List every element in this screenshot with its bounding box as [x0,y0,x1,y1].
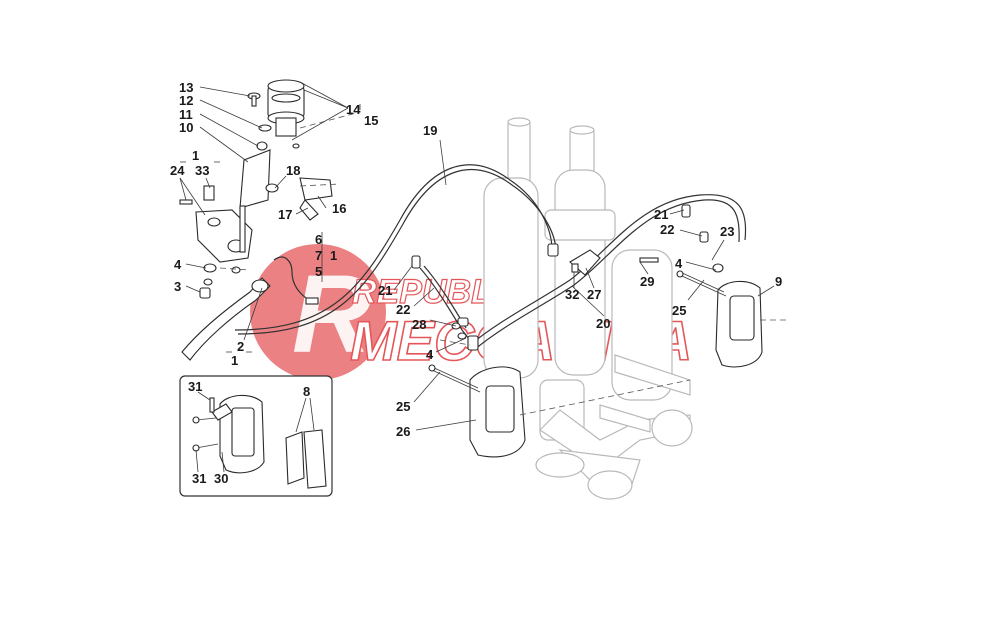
callout-9: 9 [775,274,782,289]
callout-28: 28 [412,317,426,332]
callout-26: 26 [396,424,410,439]
callout-22-right: 22 [660,222,674,237]
callout-1-top: 1 [192,148,199,163]
callout-23: 23 [720,224,734,239]
callout-6: 6 [315,232,322,247]
callout-labels: 13 12 11 10 1 24 33 14 15 18 16 17 6 7 1… [170,80,782,486]
callout-10: 10 [179,120,193,135]
callout-22-left: 22 [396,302,410,317]
callout-30: 30 [214,471,228,486]
callout-20: 20 [596,316,610,331]
callout-18: 18 [286,163,300,178]
callout-16: 16 [332,201,346,216]
callout-3: 3 [174,279,181,294]
right-brake-caliper [676,270,763,368]
brake-switch-cable [273,256,319,305]
callout-1-mid: 1 [330,248,337,263]
left-brake-caliper [428,364,526,458]
callout-13: 13 [179,80,193,95]
callout-21-right: 21 [654,207,668,222]
callout-leader-lines [179,81,775,473]
callout-27: 27 [587,287,601,302]
brake-fluid-reservoir [239,79,333,221]
callout-32: 32 [565,287,579,302]
callout-33: 33 [195,163,209,178]
callout-21-left: 21 [378,283,392,298]
callout-19: 19 [423,123,437,138]
callout-7: 7 [315,248,322,263]
brake-pad-inset [179,375,333,497]
front-fork-ghost [483,117,693,500]
callout-12: 12 [179,93,193,108]
callout-4-left: 4 [174,257,182,272]
callout-11: 11 [179,107,193,122]
assembly-axis-lines [219,111,790,416]
callout-8: 8 [303,384,310,399]
callout-4-right: 4 [675,256,683,271]
brake-hose-19 [234,164,557,335]
watermark-letter: R [292,253,371,376]
callout-17: 17 [278,207,292,222]
callout-31-top: 31 [188,379,202,394]
callout-29: 29 [640,274,654,289]
callout-31-bottom: 31 [192,471,206,486]
callout-4-mid: 4 [426,347,434,362]
callout-2: 2 [237,339,244,354]
callout-14: 14 [346,102,361,117]
hose-fittings [411,204,724,351]
callout-15: 15 [364,113,378,128]
callout-25-right: 25 [672,303,686,318]
callout-5: 5 [315,264,322,279]
callout-25-left: 25 [396,399,410,414]
callout-24: 24 [170,163,185,178]
brake-lever [181,277,271,361]
callout-1-bottom: 1 [231,353,238,368]
hose-bracket [569,249,659,276]
